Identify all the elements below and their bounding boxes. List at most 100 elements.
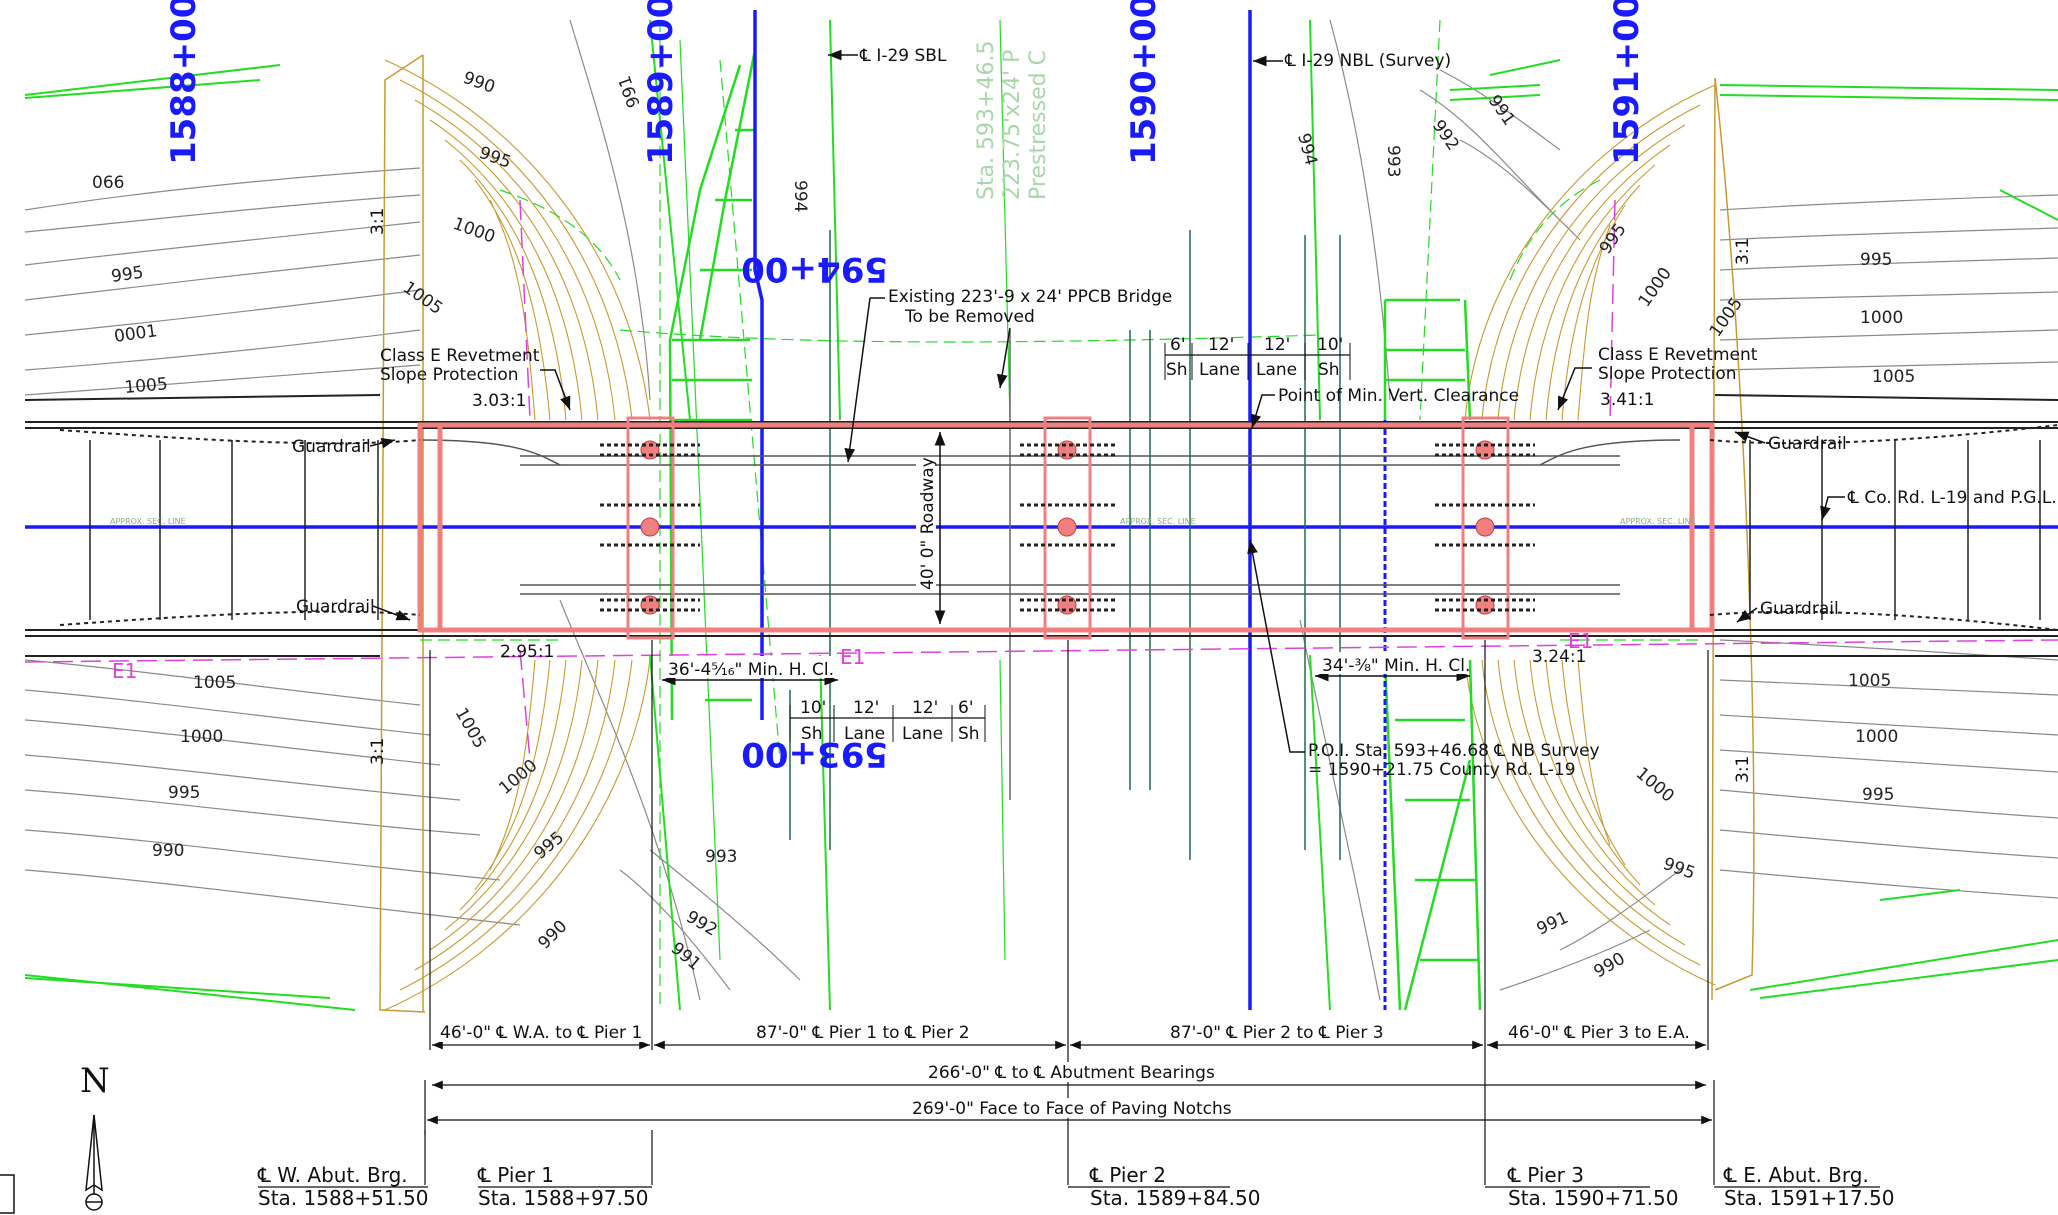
svg-text:1005: 1005: [193, 673, 236, 693]
svg-text:1000: 1000: [1635, 264, 1676, 311]
bearing-marks: [600, 443, 1535, 612]
svg-text:1000: 1000: [180, 727, 223, 747]
svg-text:995: 995: [168, 783, 200, 803]
svg-text:℄ Pier 1: ℄ Pier 1: [477, 1163, 554, 1187]
svg-text:995: 995: [1860, 250, 1892, 270]
svg-text:Sta. 593+46.5: Sta. 593+46.5: [974, 41, 999, 200]
callout-guardrail-nw: Guardrail: [292, 437, 396, 457]
svg-text:10': 10': [800, 698, 826, 718]
svg-text:1000: 1000: [1855, 727, 1898, 747]
callout-i29-nbl: ℄ I-29 NBL (Survey): [1253, 51, 1451, 71]
svg-text:Class E Revetment: Class E Revetment: [1598, 345, 1758, 365]
svg-text:12': 12': [1208, 335, 1234, 355]
station-1590: 1590+00: [1124, 0, 1164, 165]
pier-footings: [626, 416, 1510, 640]
pier-3-label: ℄ Pier 3 Sta. 1590+71.50: [1485, 1163, 1678, 1210]
svg-text:87'-0" ℄ Pier 2 to ℄ Pier 3: 87'-0" ℄ Pier 2 to ℄ Pier 3: [1170, 1023, 1384, 1043]
svg-text:℄ Pier 3: ℄ Pier 3: [1507, 1163, 1584, 1187]
svg-text:Sh: Sh: [1166, 360, 1188, 380]
svg-text:995: 995: [1862, 785, 1894, 805]
svg-text:995: 995: [1660, 854, 1697, 884]
svg-text:995: 995: [110, 263, 145, 287]
e1-label-mid: E1: [840, 645, 865, 669]
svg-text:Sh: Sh: [801, 724, 823, 744]
callout-co-rd: ℄ Co. Rd. L-19 and P.G.L.: [1820, 488, 2057, 521]
pier-2-label: ℄ Pier 2 Sta. 1589+84.50: [1068, 1163, 1260, 1210]
svg-text:10': 10': [1317, 335, 1343, 355]
svg-text:Guardrail: Guardrail: [292, 437, 371, 457]
green-topo-features: [24, 19, 2058, 1011]
min-h-cl-west: 36'-4⁵⁄₁₆" Min. H. Cl.: [662, 656, 838, 686]
span-dimension-labels: 46'-0" ℄ W.A. to ℄ Pier 1 87'-0" ℄ Pier …: [437, 1022, 1690, 1119]
svg-text:40' 0" Roadway: 40' 0" Roadway: [918, 457, 938, 590]
svg-text:= 1590+21.75 County Rd. L-19: = 1590+21.75 County Rd. L-19: [1308, 760, 1576, 780]
fill-slope-contours: [384, 59, 1716, 1011]
e1-label-east: E1: [1568, 629, 1593, 653]
svg-text:Prestressed C: Prestressed C: [1026, 50, 1051, 200]
svg-text:87'-0" ℄ Pier 1 to ℄ Pier 2: 87'-0" ℄ Pier 1 to ℄ Pier 2: [756, 1023, 970, 1043]
svg-text:6': 6': [958, 698, 974, 718]
svg-text:46'-0" ℄ Pier 3 to E.A.: 46'-0" ℄ Pier 3 to E.A.: [1508, 1023, 1690, 1043]
svg-text:066: 066: [92, 173, 124, 193]
station-593: 593+00: [741, 734, 888, 774]
svg-text:34'-⅜" Min. H. Cl.: 34'-⅜" Min. H. Cl.: [1322, 656, 1470, 676]
svg-text:990: 990: [460, 68, 497, 98]
slope-sw: 2.95:1: [500, 642, 554, 662]
slope-se: 3.24:1: [1532, 647, 1586, 667]
svg-text:993: 993: [705, 847, 737, 867]
svg-text:223.75'x24' P: 223.75'x24' P: [1000, 50, 1025, 200]
svg-text:1005: 1005: [1706, 294, 1747, 341]
survey-centerlines: [25, 10, 2058, 1010]
svg-text:269'-0" Face to Face of Paving: 269'-0" Face to Face of Paving Notchs: [912, 1099, 1232, 1119]
svg-text:Slope Protection: Slope Protection: [1598, 364, 1737, 384]
svg-text:Class E Revetment: Class E Revetment: [380, 346, 540, 366]
svg-text:℄ E. Abut. Brg.: ℄ E. Abut. Brg.: [1723, 1163, 1869, 1187]
svg-text:1000: 1000: [450, 214, 497, 248]
north-arrow: N: [80, 1061, 110, 1211]
bridge-rails-red: [417, 422, 1715, 633]
callout-existing-bridge: Existing 223'-9 x 24' PPCB Bridge To be …: [844, 287, 1172, 463]
svg-text:Lane: Lane: [902, 724, 943, 744]
svg-text:Sh: Sh: [958, 724, 980, 744]
svg-text:℄ I-29 NBL (Survey): ℄ I-29 NBL (Survey): [1284, 51, 1451, 71]
svg-text:36'-4⁵⁄₁₆" Min. H. Cl.: 36'-4⁵⁄₁₆" Min. H. Cl.: [668, 660, 834, 680]
svg-text:12': 12': [1264, 335, 1290, 355]
svg-text:N: N: [80, 1061, 110, 1101]
svg-text:Sta. 1591+17.50: Sta. 1591+17.50: [1724, 1186, 1894, 1210]
svg-text:994: 994: [790, 180, 810, 212]
approx-sec-line-e: APPROX. SEC. LINE: [1620, 517, 1696, 526]
callout-revetment-east: Class E Revetment Slope Protection: [1557, 345, 1758, 411]
svg-text:Existing 223'-9 x 24' PPCB Bri: Existing 223'-9 x 24' PPCB Bridge: [888, 287, 1172, 307]
svg-text:266'-0" ℄ to ℄ Abutment Beari: 266'-0" ℄ to ℄ Abutment Bearings: [928, 1063, 1215, 1083]
svg-text:℄ Pier 2: ℄ Pier 2: [1089, 1163, 1166, 1187]
min-h-cl-east: 34'-⅜" Min. H. Cl.: [1315, 652, 1470, 682]
svg-text:℄ I-29 SBL: ℄ I-29 SBL: [859, 46, 947, 66]
svg-text:℄ Co. Rd. L-19 and P.G.L.: ℄ Co. Rd. L-19 and P.G.L.: [1847, 488, 2057, 508]
svg-text:Sta. 1590+71.50: Sta. 1590+71.50: [1508, 1186, 1678, 1210]
old-bridge-note: Sta. 593+46.5 223.75'x24' P Prestressed …: [974, 41, 1051, 200]
svg-text:Lane: Lane: [1256, 360, 1297, 380]
svg-text:6': 6': [1170, 335, 1186, 355]
svg-text:1005: 1005: [124, 374, 169, 398]
approx-sec-line-w: APPROX. SEC. LINE: [110, 517, 186, 526]
e-abutment-label: ℄ E. Abut. Brg. Sta. 1591+17.50: [1714, 1163, 1894, 1210]
svg-text:992: 992: [683, 907, 721, 941]
station-594: 594+00: [741, 249, 888, 289]
svg-text:994: 994: [1293, 131, 1321, 168]
svg-text:Sta. 1588+51.50: Sta. 1588+51.50: [258, 1186, 428, 1210]
svg-text:To be Removed: To be Removed: [904, 307, 1035, 327]
svg-text:1000: 1000: [1632, 764, 1678, 807]
slope-nw: 3.03:1: [472, 391, 526, 411]
svg-text:1000: 1000: [495, 756, 541, 799]
svg-text:P.O.I. Sta. 593+46.68 ℄ NB Sur: P.O.I. Sta. 593+46.68 ℄ NB Survey: [1308, 741, 1600, 761]
slope-limit-lines: [379, 54, 1755, 1013]
svg-text:993: 993: [1383, 145, 1403, 177]
approx-sec-line-m: APPROX. SEC. LINE: [1120, 517, 1196, 526]
callout-guardrail-ne: Guardrail: [1734, 431, 1847, 454]
w-abutment-label: ℄ W. Abut. Brg. Sta. 1588+51.50: [257, 1163, 428, 1210]
roadway-width-dim: 40' 0" Roadway: [916, 432, 946, 624]
svg-text:991: 991: [667, 939, 705, 975]
svg-text:Sta. 1588+97.50: Sta. 1588+97.50: [478, 1186, 648, 1210]
svg-text:990: 990: [152, 841, 184, 861]
